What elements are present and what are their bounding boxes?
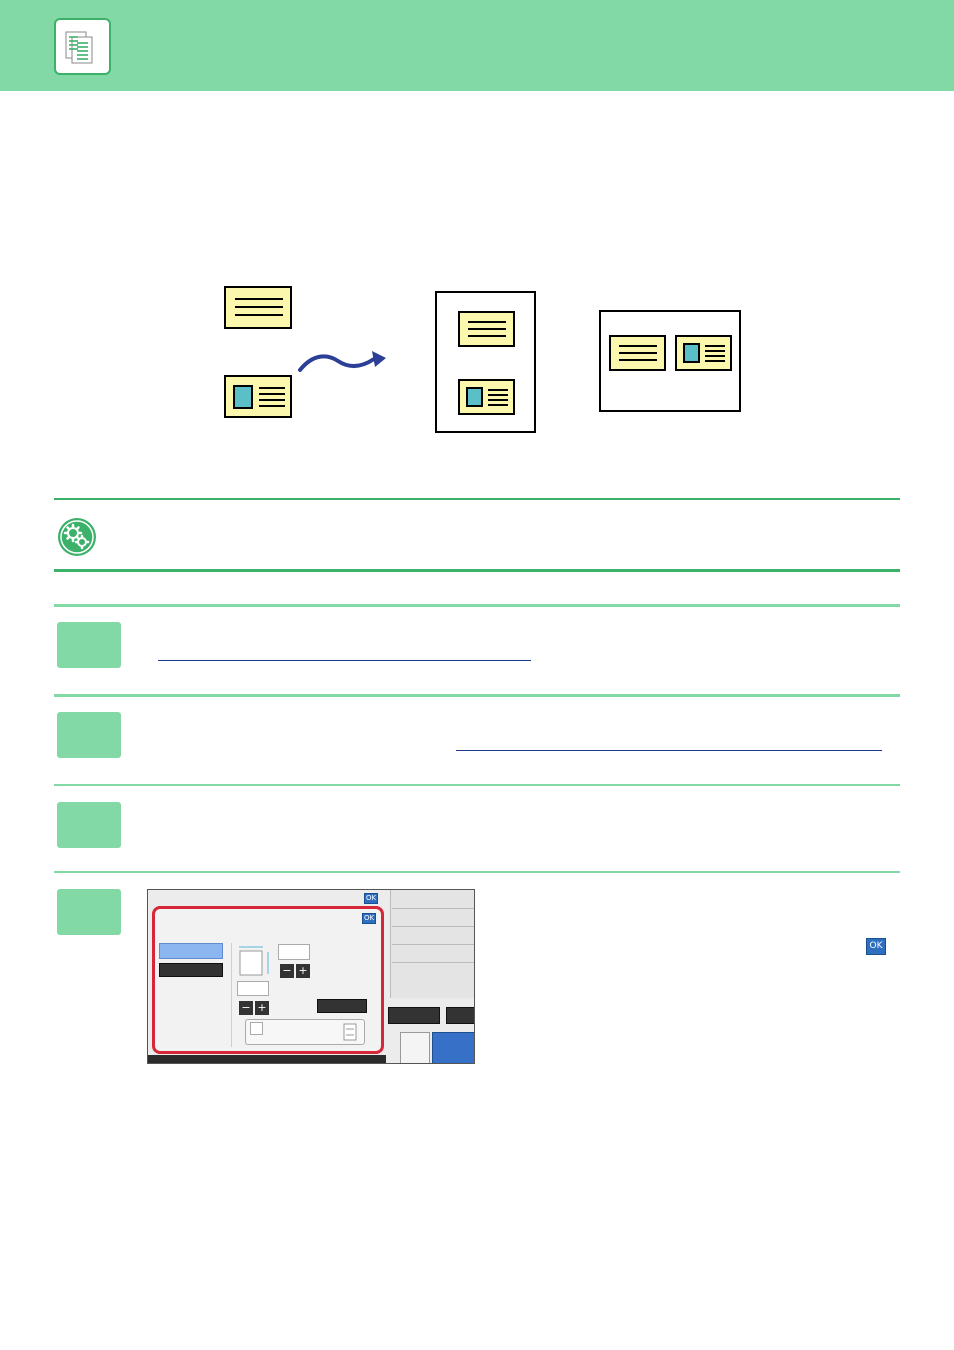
step-4-marker bbox=[57, 889, 121, 935]
option-selected[interactable] bbox=[159, 943, 223, 959]
x-minus-button[interactable]: − bbox=[280, 964, 294, 978]
control-panel-screenshot: OK OK − + − + bbox=[147, 889, 475, 1064]
bw-start-button[interactable] bbox=[400, 1032, 430, 1064]
step-1-link[interactable] bbox=[158, 660, 531, 661]
y-plus-button[interactable]: + bbox=[255, 1001, 269, 1015]
step-1-marker bbox=[57, 622, 121, 668]
original-card-front bbox=[224, 286, 292, 329]
option-unselected[interactable] bbox=[159, 963, 223, 977]
option-checkbox[interactable] bbox=[250, 1022, 263, 1035]
original-card-back bbox=[224, 375, 292, 418]
preview-button[interactable] bbox=[388, 1007, 440, 1024]
y-minus-button[interactable]: − bbox=[239, 1001, 253, 1015]
panel-action-button[interactable] bbox=[317, 999, 367, 1013]
output-sheet-landscape bbox=[599, 310, 741, 412]
right-pane-rule bbox=[392, 926, 474, 927]
color-start-button[interactable] bbox=[432, 1032, 475, 1064]
header-band bbox=[0, 0, 954, 91]
step-divider bbox=[54, 871, 900, 873]
y-size-input[interactable] bbox=[237, 981, 269, 996]
copy-documents-icon bbox=[54, 18, 111, 75]
highlighted-settings-panel: OK − + − + bbox=[152, 906, 384, 1054]
right-pane-rule bbox=[392, 944, 474, 945]
ok-button[interactable]: OK bbox=[364, 893, 378, 904]
panel-divider bbox=[231, 943, 232, 1047]
step-2-link[interactable] bbox=[456, 750, 882, 751]
right-pane-rule bbox=[392, 962, 474, 963]
x-size-input[interactable] bbox=[278, 944, 310, 960]
right-pane-rule bbox=[392, 908, 474, 909]
step-divider bbox=[54, 604, 900, 607]
curved-arrow-icon bbox=[296, 345, 390, 375]
document-icon bbox=[343, 1023, 357, 1041]
section-rule-top bbox=[54, 498, 900, 500]
status-bar bbox=[148, 1055, 386, 1064]
step-2-marker bbox=[57, 712, 121, 758]
panel-ok-button[interactable]: OK bbox=[362, 913, 376, 924]
output-sheet-portrait bbox=[435, 291, 536, 433]
step-divider bbox=[54, 694, 900, 697]
step-divider bbox=[54, 784, 900, 786]
paper-size-icon bbox=[237, 944, 273, 978]
section-rule-bottom bbox=[54, 569, 900, 572]
x-plus-button[interactable]: + bbox=[296, 964, 310, 978]
settings-gears-icon bbox=[57, 517, 97, 557]
ok-key-icon: OK bbox=[866, 938, 886, 955]
clear-button[interactable] bbox=[446, 1007, 475, 1024]
step-3-marker bbox=[57, 802, 121, 848]
